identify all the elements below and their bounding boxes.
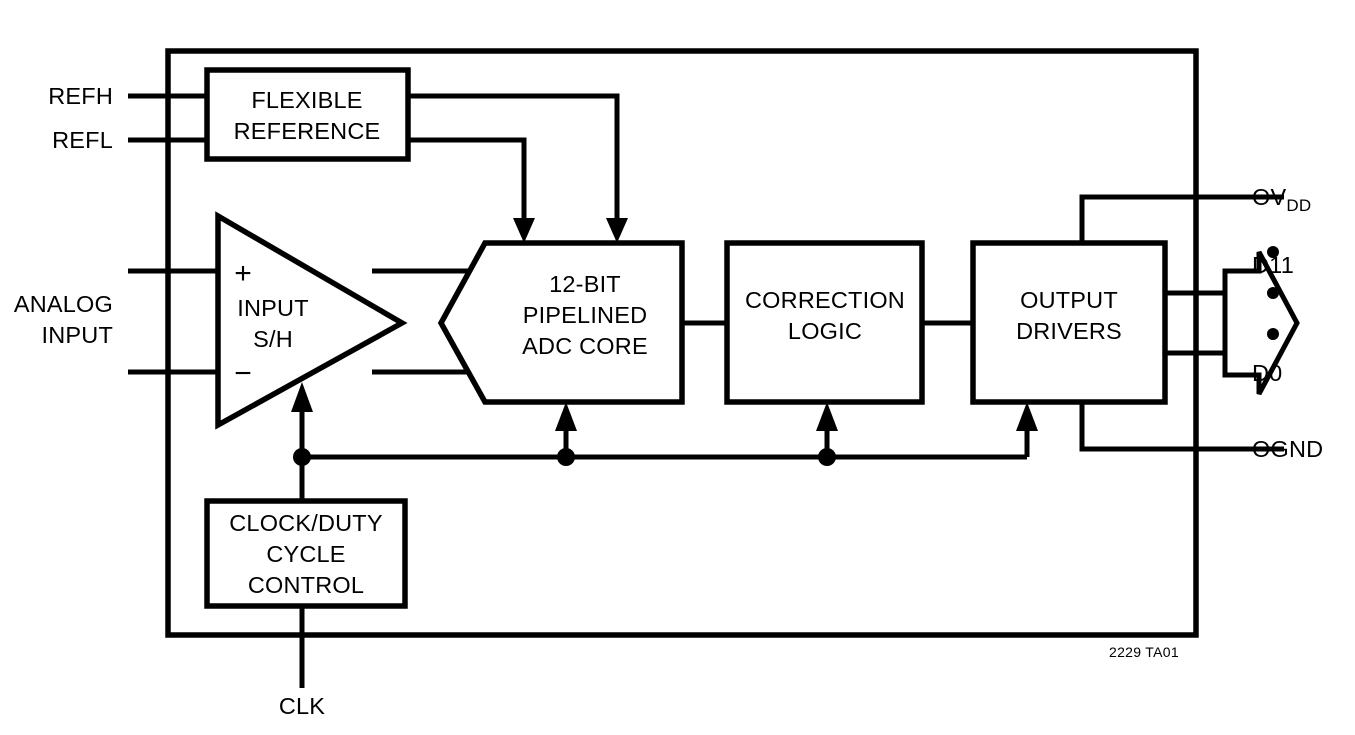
label-flexible-reference-line2: REFERENCE (234, 118, 381, 144)
label-adc-core-line2: PIPELINED (523, 302, 648, 328)
label-correction-logic-line2: LOGIC (788, 318, 862, 344)
block-correction-logic (724, 240, 925, 405)
label-correction-logic-line1: CORRECTION (745, 287, 905, 313)
junction-dot-correction (818, 448, 836, 466)
junction-dot-adc (557, 448, 575, 466)
ellipsis-dot-2 (1267, 287, 1279, 299)
block-adc-core (437, 240, 685, 405)
pin-label-ovdd-base: OV (1252, 184, 1286, 210)
pin-label-analog-input-line1: ANALOG (14, 291, 113, 317)
arrowhead-refl-to-adc (513, 218, 535, 243)
ellipsis-dot-1 (1267, 246, 1279, 258)
pin-label-clk: CLK (279, 693, 325, 719)
label-input-plus-sign: + (234, 257, 252, 290)
label-output-drivers-line1: OUTPUT (1020, 287, 1118, 313)
ellipsis-dot-3 (1267, 328, 1279, 340)
arrowhead-clock-to-adc (555, 402, 577, 431)
wire-refh-to-adc (408, 93, 620, 232)
arrowhead-refh-to-adc (606, 218, 628, 243)
wire-refl-to-adc (408, 137, 527, 232)
wire-ovdd (1079, 194, 1284, 243)
label-input-sh-line1: INPUT (237, 295, 309, 321)
pin-label-analog-input-line2: INPUT (42, 322, 114, 348)
label-adc-core-line1: 12-BIT (549, 271, 621, 297)
pin-label-d-msb: D11 (1252, 252, 1294, 278)
label-clock-duty-line2: CYCLE (266, 541, 345, 567)
figure-reference-code: 2229 TA01 (1109, 644, 1179, 660)
wire-ognd (1079, 402, 1284, 452)
arrowhead-clock-to-correction (816, 402, 838, 431)
pin-label-d-lsb: D0 (1252, 360, 1282, 386)
digital-output-bus-arrow (1222, 250, 1300, 396)
pin-label-refh: REFH (48, 83, 113, 109)
block-output-drivers (970, 240, 1168, 405)
block-clock-duty-cycle-control (204, 498, 408, 609)
arrowhead-clock-to-sh (291, 382, 313, 412)
pin-label-refl: REFL (52, 127, 113, 153)
pin-label-ovdd-subscript: DD (1286, 196, 1311, 215)
arrowhead-clock-to-drivers (1016, 402, 1038, 431)
label-input-sh-line2: S/H (253, 326, 293, 352)
pin-label-ovdd: OVDD (1252, 184, 1311, 215)
label-flexible-reference-line1: FLEXIBLE (251, 87, 362, 113)
block-flexible-reference (204, 67, 411, 162)
label-clock-duty-line3: CONTROL (248, 572, 364, 598)
pin-label-ognd: OGND (1252, 436, 1323, 462)
label-input-minus-sign: − (234, 357, 252, 390)
label-output-drivers-line2: DRIVERS (1016, 318, 1122, 344)
label-adc-core-line3: ADC CORE (522, 333, 648, 359)
block-input-sh (215, 211, 408, 430)
label-clock-duty-line1: CLOCK/DUTY (229, 510, 383, 536)
